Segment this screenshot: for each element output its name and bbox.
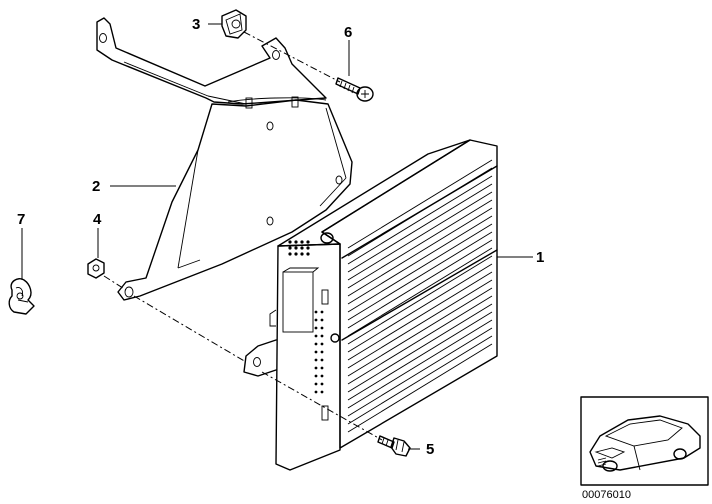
cable-clip xyxy=(8,278,35,315)
callout-2: 2 xyxy=(92,178,100,195)
mounting-bracket xyxy=(96,17,353,301)
assembly-lines xyxy=(103,31,383,441)
bracket-hole xyxy=(266,121,274,131)
cooling-ribs xyxy=(341,159,498,433)
callout-5: 5 xyxy=(426,441,434,458)
callout-3: 3 xyxy=(192,16,200,33)
vent-grille xyxy=(314,310,324,394)
connector-pins xyxy=(288,240,310,256)
clip-nut xyxy=(221,9,247,39)
diagram-code: 00076010 xyxy=(582,489,631,501)
leader-lines xyxy=(21,23,533,450)
bolt xyxy=(377,435,411,457)
vehicle-locator: 00076010 xyxy=(580,396,709,501)
front-label xyxy=(282,271,314,333)
control-unit xyxy=(243,139,498,471)
bracket-hole xyxy=(272,50,280,60)
callout-1: 1 xyxy=(536,249,544,266)
hex-nut xyxy=(87,258,105,279)
callout-6: 6 xyxy=(344,24,352,41)
bracket-hole xyxy=(266,216,274,226)
bracket-hole xyxy=(99,33,107,43)
callout-4: 4 xyxy=(93,211,102,228)
bracket-hole xyxy=(124,286,134,298)
car-icon xyxy=(589,415,701,472)
callout-7: 7 xyxy=(17,211,25,228)
bracket-hole xyxy=(335,175,343,185)
screw xyxy=(335,77,374,102)
ground-screw xyxy=(320,232,334,244)
front-screw xyxy=(330,333,340,343)
